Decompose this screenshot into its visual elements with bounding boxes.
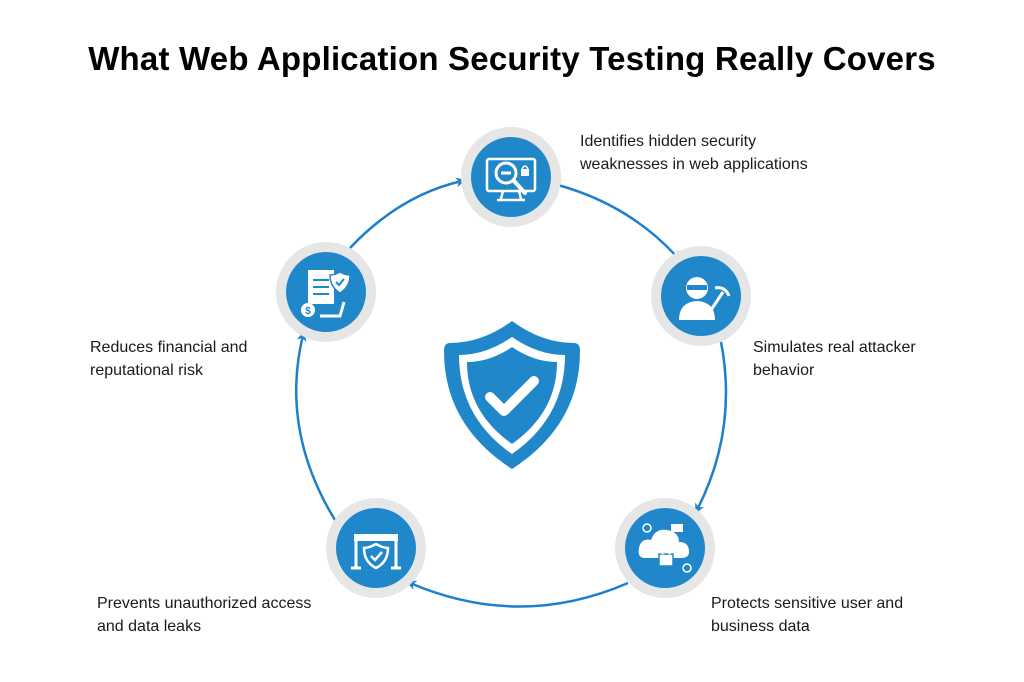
step-1-monitor-magnifier-lock-icon — [461, 127, 561, 227]
step-3-line1: Protects sensitive user and — [711, 595, 904, 612]
step-2-line1: Simulates real attacker — [753, 339, 916, 356]
step-1-line2: weaknesses in web applications — [580, 156, 808, 173]
step-4-label: Prevents unauthorized access and data le… — [97, 592, 311, 638]
arrow-right-to-bottomright — [695, 341, 728, 514]
step-4-line1: Prevents unauthorized access — [97, 595, 312, 612]
step-2-hacker-icon — [651, 246, 751, 346]
arrow-top-to-right — [557, 183, 681, 261]
arrow-bottomright-to-bottomleft — [406, 580, 629, 608]
step-3-label: Protects sensitive user and business dat… — [711, 592, 903, 638]
step-5-document-shield-dollar-icon: $ — [276, 242, 376, 342]
svg-text:$: $ — [305, 306, 311, 317]
step-1-line1: Identifies hidden security — [580, 133, 757, 150]
step-2-label: Simulates real attacker behavior — [753, 336, 916, 382]
arrow-bottomleft-to-left — [295, 331, 337, 521]
arrow-left-to-top — [349, 177, 466, 249]
step-5-line1: Reduces financial and — [90, 339, 248, 356]
step-3-line2: business data — [711, 618, 810, 635]
page-title: What Web Application Security Testing Re… — [88, 40, 936, 77]
shield-check-icon — [444, 321, 580, 469]
step-3-cloud-lock-icon — [615, 498, 715, 598]
step-5-line2: reputational risk — [90, 362, 203, 379]
step-4-line2: and data leaks — [97, 618, 202, 635]
step-4-barrier-shield-icon — [326, 498, 426, 598]
step-2-line2: behavior — [753, 362, 815, 379]
step-5-label: Reduces financial and reputational risk — [90, 336, 247, 382]
step-1-label: Identifies hidden security weaknesses in… — [580, 130, 808, 176]
